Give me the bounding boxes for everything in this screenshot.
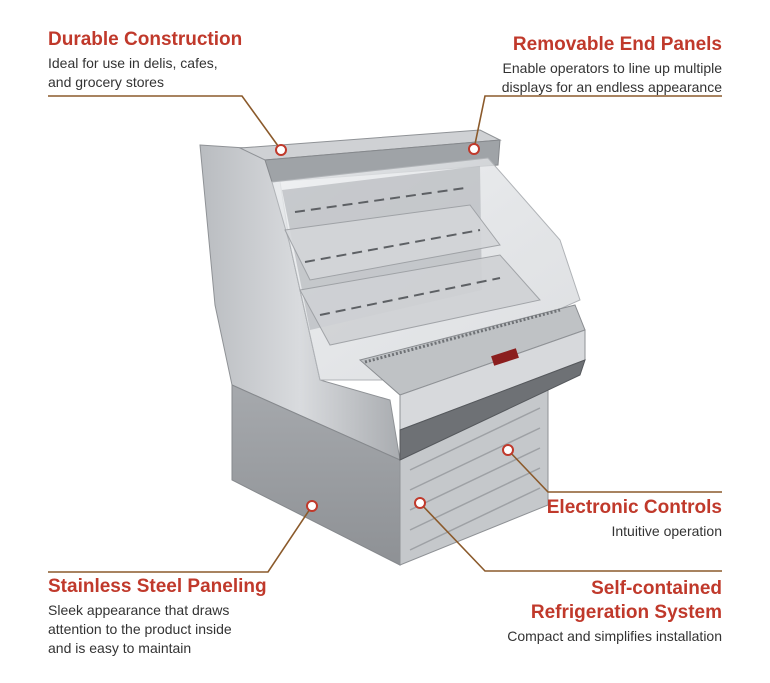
desc-line: displays for an endless appearance: [501, 79, 722, 95]
title-line: Refrigeration System: [530, 602, 722, 623]
marker-end-panels-dot: [468, 143, 480, 155]
callout-title: Self-contained Refrigeration System: [422, 577, 722, 625]
front-panel: [399, 329, 586, 461]
callout-title: Durable Construction: [48, 29, 243, 50]
callout-description: Intuitive operation: [462, 522, 722, 541]
brand-logo: [491, 348, 519, 366]
top-canopy: [238, 129, 502, 183]
callout-description: Ideal for use in delis, cafes, and groce…: [48, 54, 308, 92]
marker-controls-dot: [502, 444, 514, 456]
callout-refrigeration-system: Self-contained Refrigeration System Comp…: [422, 577, 722, 646]
callout-removable-end-panels: Removable End Panels Enable operators to…: [422, 33, 722, 97]
callout-title: Electronic Controls: [546, 497, 722, 518]
desc-line: and is easy to maintain: [48, 640, 192, 656]
leader-lines: [48, 95, 722, 573]
callout-title: Stainless Steel Paneling: [48, 576, 267, 597]
callout-description: Compact and simplifies installation: [422, 627, 722, 646]
desc-line: Intuitive operation: [611, 523, 722, 539]
desc-line: Compact and simplifies installation: [507, 628, 722, 644]
desc-line: Ideal for use in delis, cafes,: [48, 55, 218, 71]
callout-electronic-controls: Electronic Controls Intuitive operation: [462, 496, 722, 541]
desc-line: Sleek appearance that draws: [48, 602, 230, 618]
callout-description: Enable operators to line up multiple dis…: [422, 59, 722, 97]
desc-line: Enable operators to line up multiple: [502, 60, 722, 76]
callout-title: Removable End Panels: [512, 34, 722, 55]
title-line: Self-contained: [591, 578, 722, 599]
marker-durable-dot: [275, 144, 287, 156]
callout-description: Sleek appearance that draws attention to…: [48, 601, 328, 658]
marker-paneling-dot: [306, 500, 318, 512]
callout-stainless-steel-paneling: Stainless Steel Paneling Sleek appearanc…: [48, 575, 328, 658]
marker-refrigeration-dot: [414, 497, 426, 509]
callout-durable-construction: Durable Construction Ideal for use in de…: [48, 28, 308, 92]
desc-line: and grocery stores: [48, 74, 164, 90]
glass-front: [271, 157, 586, 396]
desc-line: attention to the product inside: [48, 621, 232, 637]
